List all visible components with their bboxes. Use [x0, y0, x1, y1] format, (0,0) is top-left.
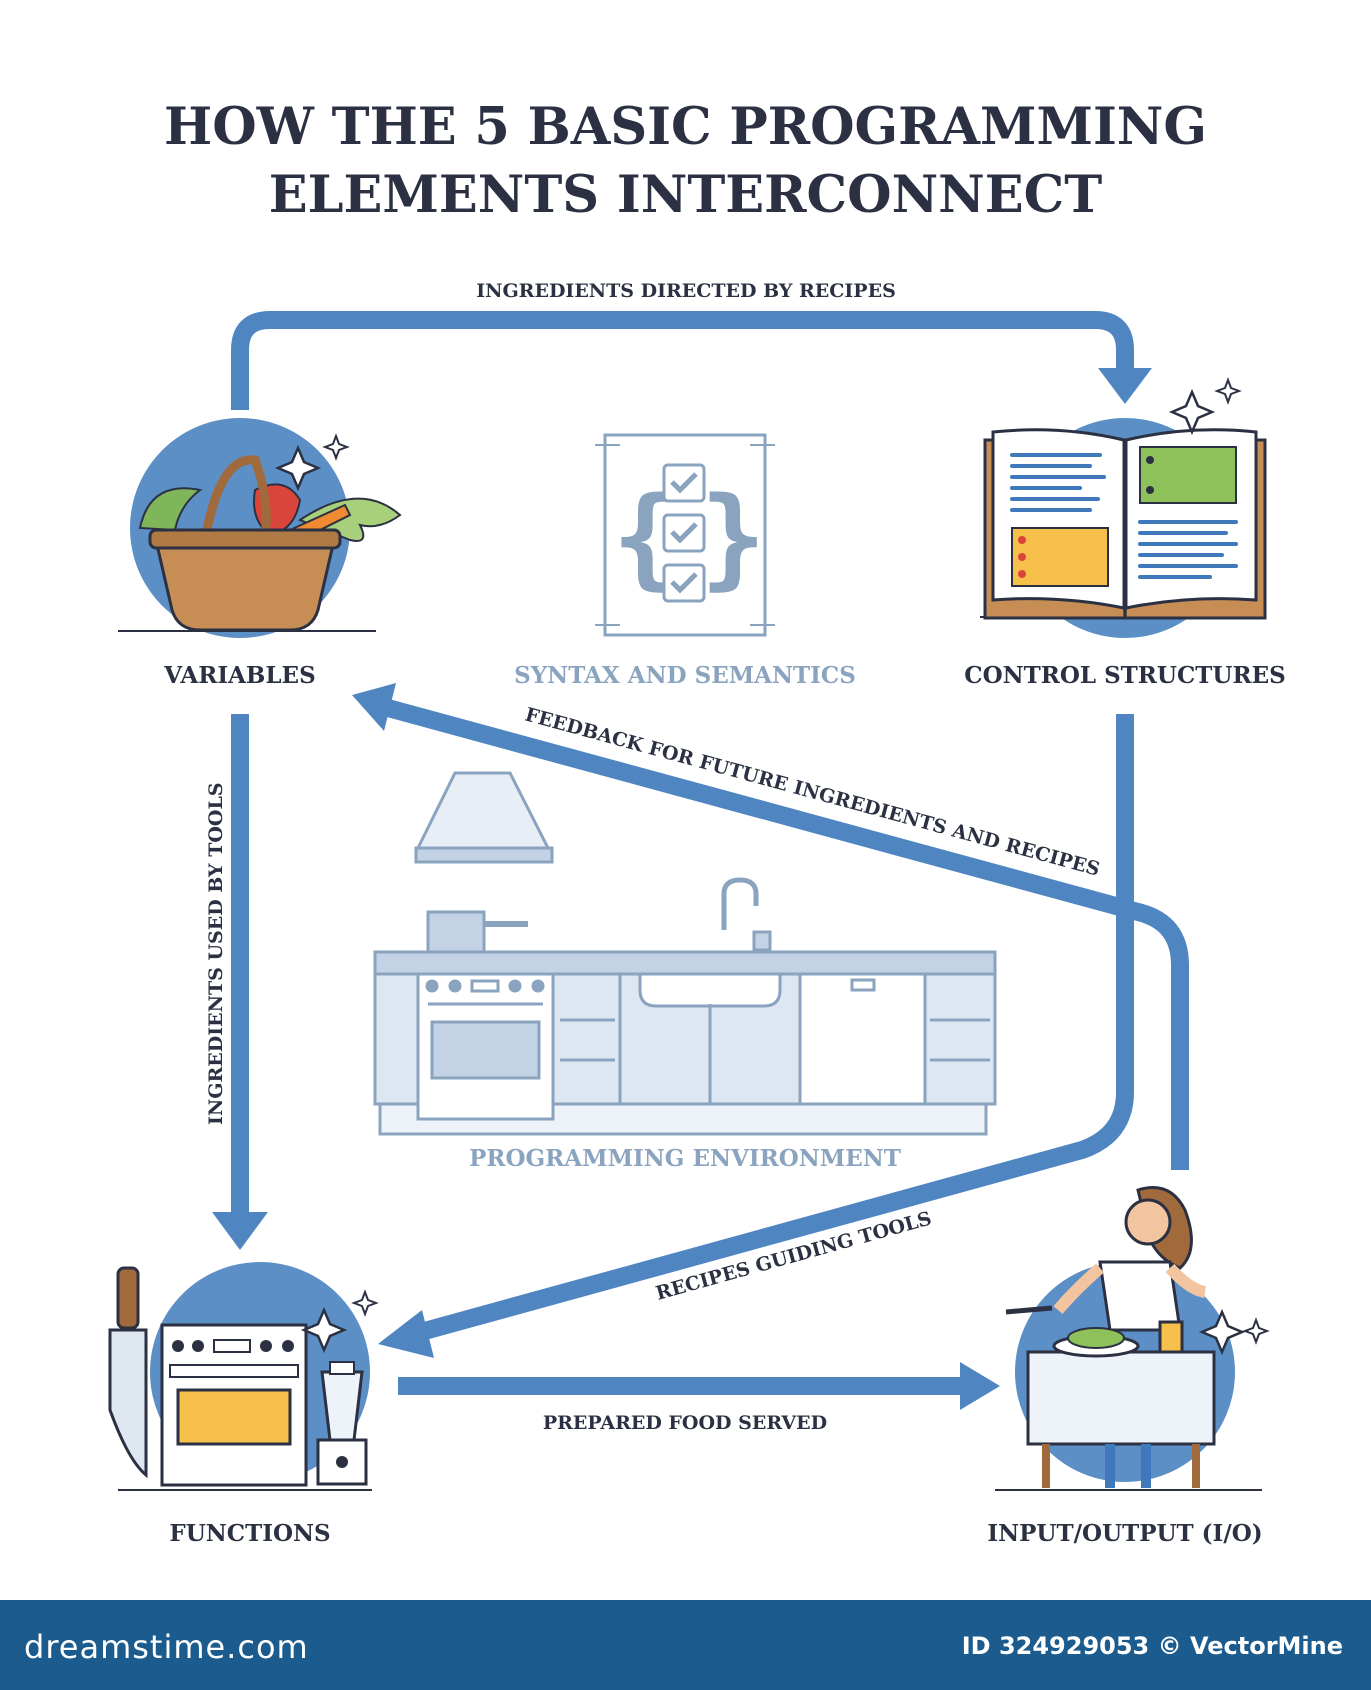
node-label-variables: VARIABLES — [164, 662, 316, 689]
arrow-head-io — [960, 1362, 1000, 1410]
node-label-io: INPUT/OUTPUT (I/O) — [987, 1520, 1263, 1547]
arrow-feedback — [385, 699, 1189, 1170]
arrow-label-left: INGREDIENTS USED BY TOOLS — [205, 782, 227, 1125]
arrow-label-top: INGREDIENTS DIRECTED BY RECIPES — [476, 280, 896, 302]
kitchen-illustration — [373, 771, 997, 1136]
arrow-head-control — [1098, 368, 1152, 404]
arrow-head-recipes — [378, 1310, 434, 1358]
footer-credit: ID 324929053 © VectorMine — [961, 1632, 1343, 1660]
arrow-label-bottom: PREPARED FOOD SERVED — [542, 1412, 828, 1434]
page-title-line1: HOW THE 5 BASIC PROGRAMMING — [164, 97, 1207, 157]
arrow-head-functions — [212, 1212, 268, 1250]
control-structures-illustration — [980, 377, 1267, 638]
arrow-head-feedback — [352, 683, 396, 731]
io-illustration — [995, 1186, 1270, 1491]
page-title-line2: ELEMENTS INTERCONNECT — [268, 165, 1103, 225]
arrow-recipes-guiding — [407, 714, 1134, 1344]
syntax-illustration: { } — [595, 433, 775, 637]
node-label-control: CONTROL STRUCTURES — [964, 662, 1286, 689]
variables-illustration — [118, 418, 402, 638]
svg-text:}: } — [700, 473, 766, 601]
functions-illustration — [108, 1262, 379, 1491]
arrow-label-feedback: FEEDBACK FOR FUTURE INGREDIENTS AND RECI… — [523, 704, 1102, 881]
node-label-syntax: SYNTAX AND SEMANTICS — [514, 662, 856, 689]
arrow-ingredients-directed — [231, 311, 1134, 410]
footer-bar: dreamstime.com ID 324929053 © VectorMine — [0, 1600, 1371, 1690]
node-label-environment: PROGRAMMING ENVIRONMENT — [469, 1145, 901, 1172]
node-label-functions: FUNCTIONS — [169, 1520, 331, 1547]
footer-brand: dreamstime.com — [24, 1628, 309, 1666]
